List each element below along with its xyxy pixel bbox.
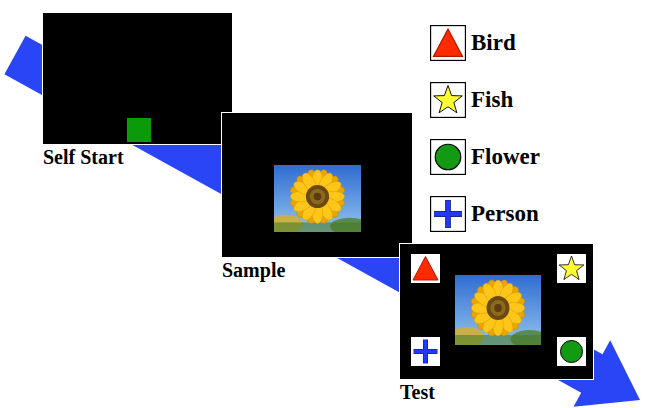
legend-row: Flower: [430, 128, 540, 185]
screen-label: Self Start: [42, 146, 126, 169]
legend-swatch: [430, 196, 466, 232]
legend-row: Person: [430, 185, 540, 242]
legend-label: Bird: [471, 30, 516, 56]
sunflower-photo: [449, 275, 548, 348]
circle-choice: [557, 337, 587, 367]
screen-label: Sample: [221, 259, 287, 282]
legend-swatch: [430, 82, 466, 118]
sample-screen-art: [222, 113, 412, 257]
screen-label: Test: [399, 381, 437, 404]
legend-swatch: [430, 25, 466, 61]
legend: BirdFishFlowerPerson: [430, 14, 540, 242]
legend-swatch: [430, 139, 466, 175]
legend-label: Person: [471, 201, 539, 227]
start-square: [127, 118, 151, 142]
triangle-choice: [411, 254, 441, 284]
sunflower-photo: [268, 165, 369, 235]
test-screen-art: [400, 244, 593, 379]
star-choice: [557, 254, 587, 284]
legend-row: Fish: [430, 71, 540, 128]
screen-frame: Sample: [221, 112, 413, 258]
screen-frame: Test: [399, 243, 594, 380]
legend-label: Fish: [471, 87, 513, 113]
cross-choice: [411, 337, 441, 367]
start-screen-art: [43, 13, 232, 144]
legend-label: Flower: [471, 144, 540, 170]
screen-frame: Self Start: [42, 12, 233, 145]
legend-row: Bird: [430, 14, 540, 71]
